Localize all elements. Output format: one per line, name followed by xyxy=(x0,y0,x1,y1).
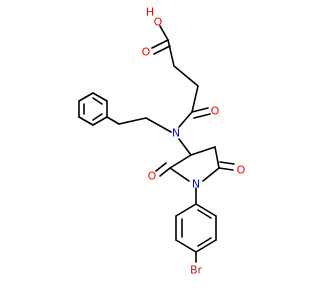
bond-ar-6 xyxy=(195,203,217,217)
bond-c2ring-o-a xyxy=(159,167,171,177)
bond-n-c2ring xyxy=(169,167,190,182)
bond-amide-c-n xyxy=(178,111,193,128)
bond-c5-n xyxy=(202,167,220,182)
bond-ar-1 xyxy=(175,203,197,217)
bond-oh-c xyxy=(159,25,169,41)
bond-ph-3 xyxy=(78,92,94,102)
bonds xyxy=(78,25,235,263)
bond-c1-c2 xyxy=(167,39,175,67)
atom-amide-nitrogen: N xyxy=(172,127,180,140)
bond-acid-c-o-double-a xyxy=(151,39,169,49)
bond-ph-2 xyxy=(92,92,108,102)
atom-amide-oxygen: O xyxy=(211,105,220,118)
atom-imide-nitrogen: N xyxy=(192,178,200,191)
bond-c3-c4ring xyxy=(190,146,216,156)
bond-n-c3 xyxy=(178,138,192,156)
atom-labels: H O O O N O N O Br xyxy=(142,6,246,277)
bond-amide-c-o-a xyxy=(191,107,209,113)
bond-c4ring-c5 xyxy=(214,146,220,169)
bond-c2ring-c3 xyxy=(169,154,192,169)
bond-ph-inner-1 xyxy=(92,97,103,105)
bond-c2ring-o-b xyxy=(155,162,167,172)
bond-amide-c-o-b xyxy=(193,113,211,119)
bond-ch2-ch2 xyxy=(118,117,147,125)
bond-ar-inner-2 xyxy=(197,237,212,247)
bond-ar-3 xyxy=(175,239,197,253)
atom-oh-oxygen: O xyxy=(154,16,163,29)
bond-c2-c3 xyxy=(173,65,199,87)
atom-imide-oxygen-right: O xyxy=(237,164,246,177)
bond-ph-6 xyxy=(92,116,108,126)
atom-oh-hydrogen: H xyxy=(146,6,154,19)
molecule-diagram: H O O O N O N O Br xyxy=(78,6,246,277)
bond-ch2-phenyl xyxy=(106,116,120,125)
bond-acid-c-o-double-b xyxy=(153,45,171,55)
bond-n-ch2 xyxy=(145,117,172,133)
bond-c3-c4 xyxy=(191,85,199,113)
bond-ph-inner-3 xyxy=(92,113,103,121)
bond-ar-inner-3 xyxy=(197,209,212,219)
bond-ph-5 xyxy=(78,116,94,126)
atom-imide-oxygen-left: O xyxy=(148,170,157,183)
atom-bromine: Br xyxy=(190,264,203,277)
atom-acid-oxygen: O xyxy=(142,46,151,59)
bond-c5-o-a xyxy=(218,167,234,171)
bond-c5-o-b xyxy=(219,161,235,165)
bond-ar-4 xyxy=(195,239,217,253)
